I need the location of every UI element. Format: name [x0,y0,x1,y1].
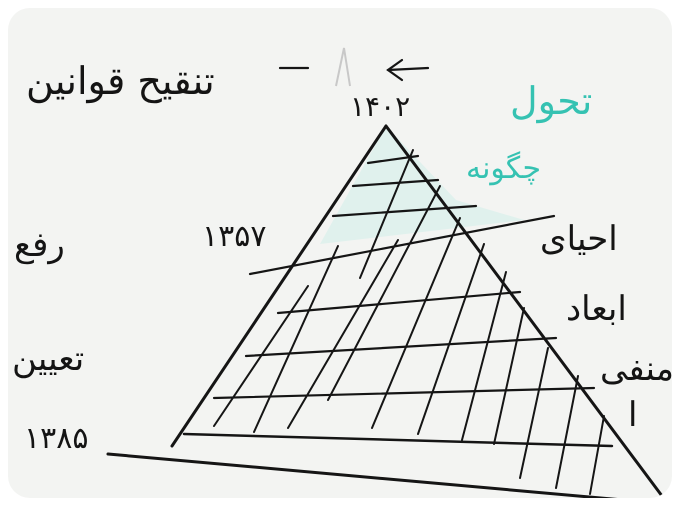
top-left-note: تنقیح قوانین [26,59,215,104]
side-label-2: تعیین [12,339,84,379]
right-label-1: احیای [540,219,618,259]
bottom-year-label: ۱۳۸۵ [24,421,88,456]
diagonal-grid [213,149,605,495]
horizontal-grid [212,154,596,400]
apex-arrow-icon [278,58,430,82]
faint-mark-icon [335,47,351,87]
apex-teal-shading [320,126,524,244]
right-label-2: ابعاد [566,289,627,329]
middle-year-label: ۱۳۵۷ [202,219,266,254]
pyramid-outline [170,124,666,498]
right-label-3: منفی [600,349,672,389]
right-teal-title: تحول [510,79,592,124]
right-label-4: ا [628,395,637,435]
base-line [106,452,618,498]
inner-base-line [182,432,614,448]
pyramid-drawing: تنقیح قوانین رفع تعیین ۱۳۸۵ ۱۳۵۷ ۱۴۰۲ تح… [12,47,672,498]
apex-year-label: ۱۴۰۲ [350,90,410,123]
whiteboard: تنقیح قوانین رفع تعیین ۱۳۸۵ ۱۳۵۷ ۱۴۰۲ تح… [8,8,672,498]
side-label-1: رفع [14,225,65,265]
right-teal-subtitle: چگونه [466,151,541,186]
